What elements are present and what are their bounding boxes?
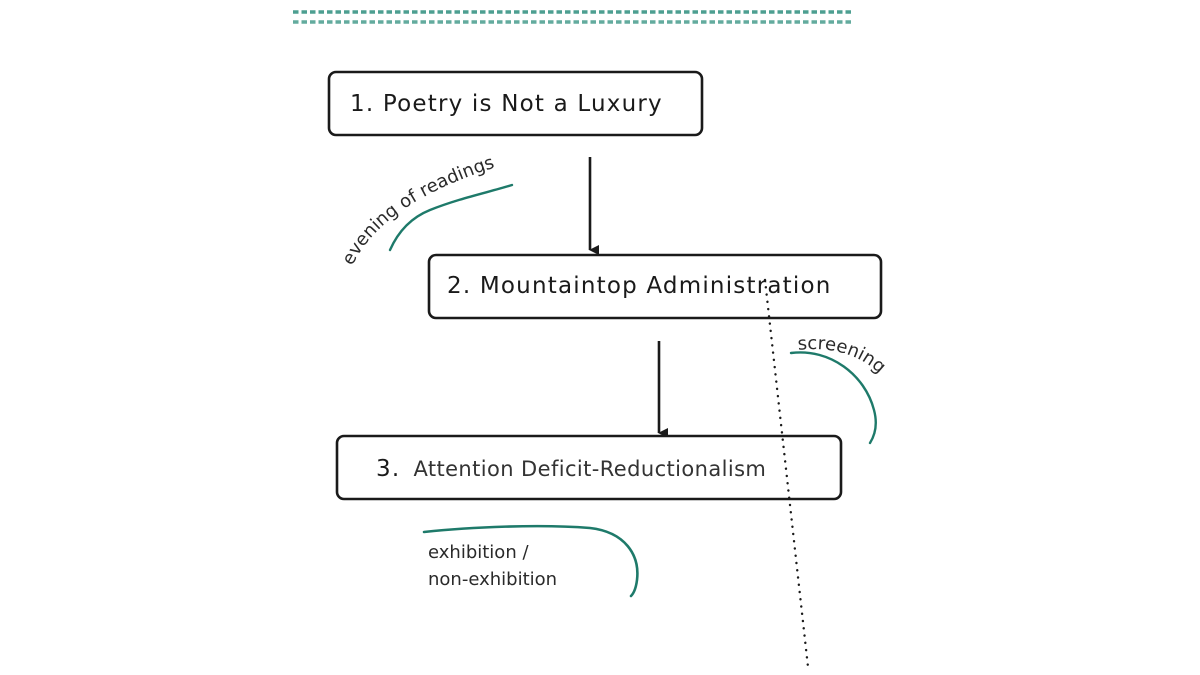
exhibition-curve <box>422 524 639 598</box>
exhibition-text-line-1: exhibition / <box>428 542 529 563</box>
step-2-label: 2. Mountaintop Administration <box>447 273 832 299</box>
screening-text: screening <box>797 333 890 378</box>
screening-curve <box>789 351 878 445</box>
exhibition-text-line-2: non-exhibition <box>428 569 557 590</box>
step-1-label: 1. Poetry is Not a Luxury <box>350 91 663 117</box>
step-3-number: 3. <box>376 456 400 482</box>
step-box-2[interactable]: 2. Mountaintop Administration <box>427 253 883 320</box>
step-3-title: Attention Deficit-Reductionalism <box>413 457 766 481</box>
evening-curve <box>388 183 514 252</box>
step-box-1[interactable]: 1. Poetry is Not a Luxury <box>327 70 704 137</box>
annotation-exhibition: exhibition / non-exhibition <box>422 524 639 598</box>
annotation-screening: screening <box>789 333 890 445</box>
annotation-evening-of-readings: evening of readings <box>338 152 514 269</box>
step-3-label: 3. Attention Deficit-Reductionalism <box>376 456 766 482</box>
step-box-3-frame <box>335 434 843 501</box>
header-divider <box>293 10 852 24</box>
step-box-3[interactable]: 3. Attention Deficit-Reductionalism <box>335 434 843 501</box>
dotted-divider-line <box>763 278 810 669</box>
evening-text: evening of readings <box>338 152 497 268</box>
step-box-1-frame <box>327 70 704 137</box>
